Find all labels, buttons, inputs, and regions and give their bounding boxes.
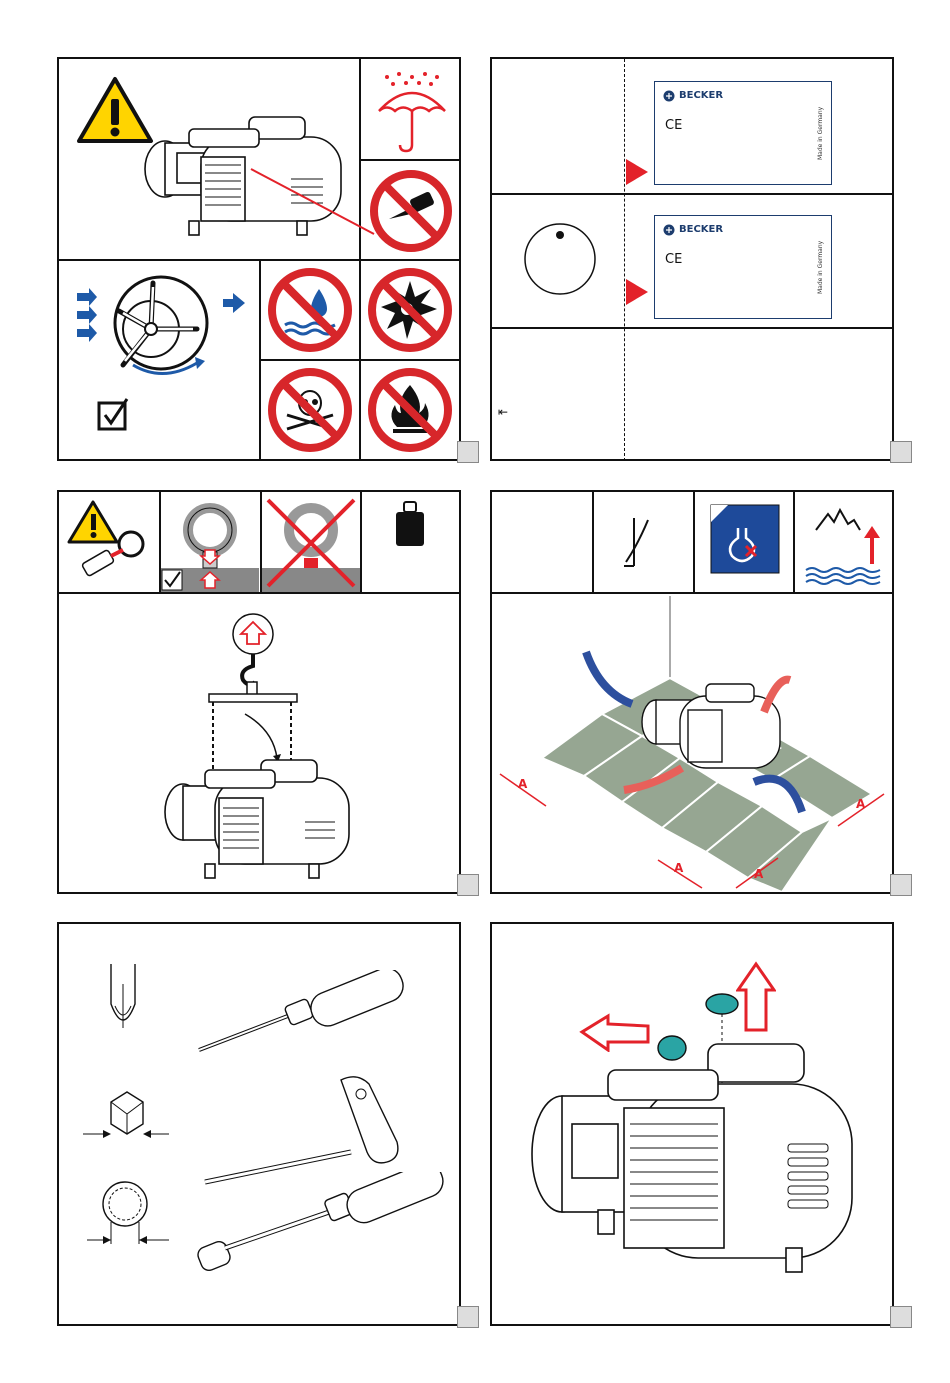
becker-logo-icon (663, 224, 675, 236)
weight-icon (393, 500, 427, 548)
page-marker (457, 874, 479, 896)
no-toxic-substances-icon (267, 367, 353, 453)
divider (59, 592, 461, 594)
hex-key-size-icon (81, 1088, 171, 1152)
divider (693, 492, 695, 592)
pump-lifting-illustration (159, 610, 399, 890)
no-water-icon (267, 267, 353, 353)
clearance-label: A (518, 777, 528, 791)
nameplate-pointer-line (249, 159, 379, 239)
nameplate-label: BECKER CE Made in Germany (654, 215, 832, 319)
clearance-label: A (674, 861, 684, 875)
divider (592, 492, 594, 592)
panel-lifting (57, 490, 461, 894)
eyebolt-correct-icon (161, 494, 259, 592)
divider (360, 492, 362, 592)
divider (492, 193, 894, 195)
panel-nameplate: BECKER CE Made in Germany BECKER CE Made… (490, 57, 894, 461)
divider (793, 492, 795, 592)
panel-installation: A A A A (490, 490, 894, 894)
clearance-label: A (754, 867, 764, 881)
divider-dashed (624, 59, 625, 461)
checked-box-icon (97, 397, 131, 431)
clearance-label: A (856, 797, 866, 811)
brand-name: BECKER (679, 90, 723, 101)
panel-remove-caps (490, 922, 894, 1326)
divider (259, 359, 461, 361)
no-open-flame-icon (367, 367, 453, 453)
phillips-tip-icon (105, 964, 141, 1040)
made-in-label: Made in Germany (817, 107, 824, 160)
no-humidity-icon (710, 504, 780, 574)
rotary-vane-flow-diagram (73, 271, 253, 389)
becker-logo-icon (663, 90, 675, 102)
screwdriver-icon (193, 970, 413, 1060)
left-tab-symbol: ⇤ (498, 405, 508, 419)
panel-safety-warnings (57, 57, 461, 461)
page-marker (890, 1306, 912, 1328)
no-explosive-atmosphere-icon (367, 267, 453, 353)
ce-mark: CE (665, 252, 682, 267)
eyebolt-incorrect-icon (262, 494, 360, 592)
no-spraying-icon (369, 169, 453, 253)
divider (492, 327, 894, 329)
brand-name: BECKER (679, 224, 723, 235)
eyebolt-warning-icon (65, 498, 157, 588)
ce-mark: CE (665, 118, 682, 133)
nameplate-label: BECKER CE Made in Germany (654, 81, 832, 185)
installation-clearance-diagram: A A A A (492, 596, 894, 892)
pointer-triangle-icon (626, 279, 648, 305)
pump-with-caps-illustration (522, 984, 872, 1284)
page-marker (890, 874, 912, 896)
rotation-dial-icon (520, 219, 600, 299)
altitude-icon (800, 500, 886, 586)
made-in-label: Made in Germany (817, 241, 824, 294)
keep-dry-umbrella-icon (375, 71, 449, 153)
page-marker (457, 1306, 479, 1328)
temperature-icon (620, 514, 654, 570)
pointer-triangle-icon (626, 159, 648, 185)
socket-size-icon (85, 1180, 175, 1250)
page-marker (457, 441, 479, 463)
page-marker (890, 441, 912, 463)
socket-driver-icon (195, 1172, 451, 1276)
divider (492, 592, 894, 594)
panel-tools (57, 922, 461, 1326)
